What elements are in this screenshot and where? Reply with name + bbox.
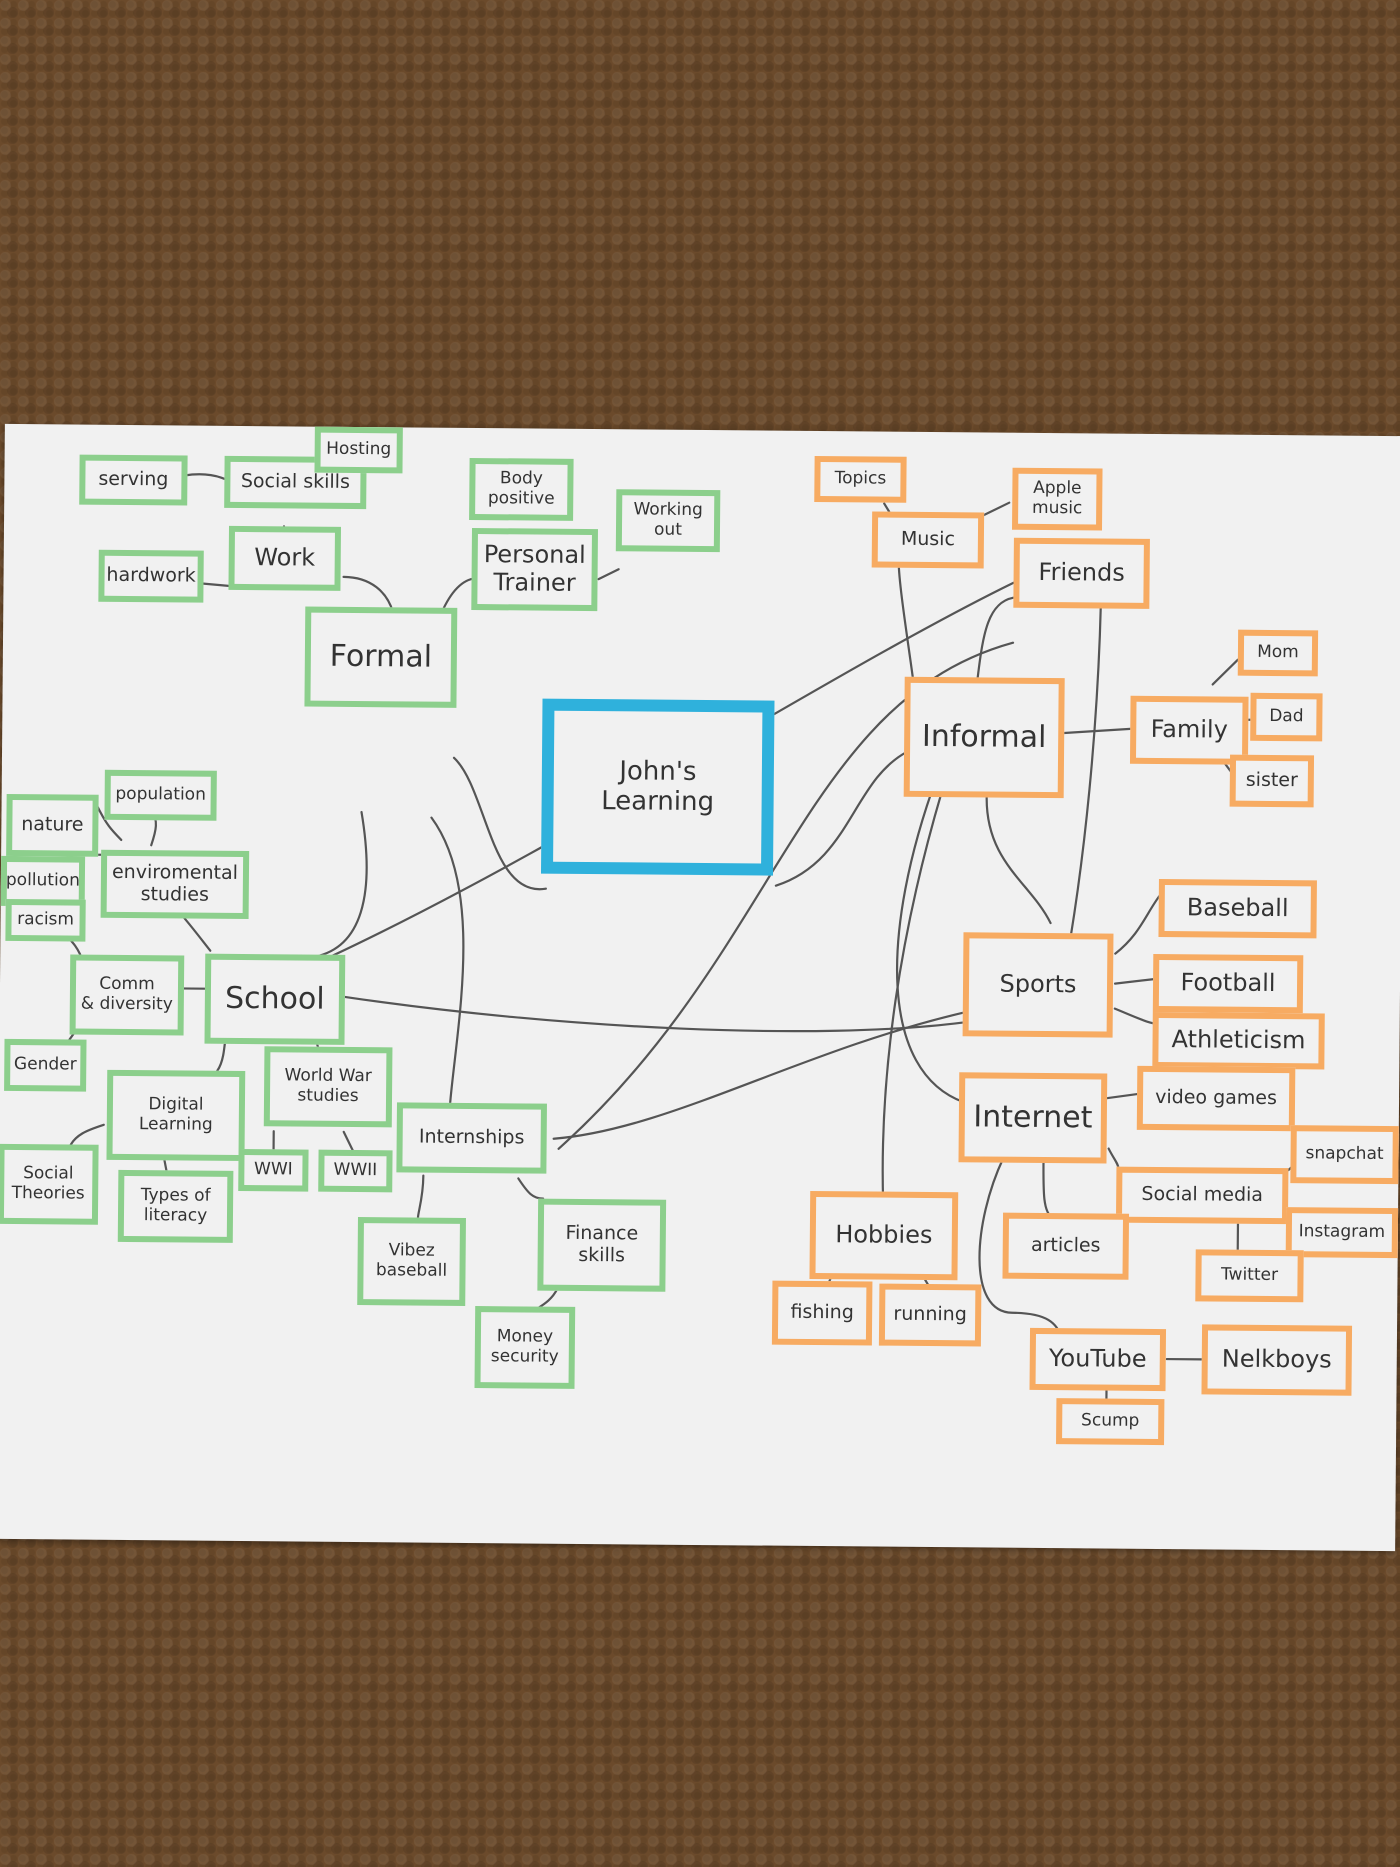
node-hosting: Hosting [314, 426, 403, 474]
link-intern-vibez [416, 1174, 425, 1219]
link-internet-video [1102, 1092, 1141, 1100]
link-internet-social [1107, 1147, 1120, 1170]
node-wwii: WWII [318, 1149, 393, 1193]
node-apple-music: Apple music [1012, 467, 1103, 531]
node-serving: serving [79, 454, 188, 506]
link-internet-youtube [978, 1156, 1064, 1340]
link-formal-internships [430, 816, 465, 1129]
node-population: population [104, 769, 217, 821]
node-finance-skills: Finance skills [537, 1198, 667, 1292]
node-topics: Topics [814, 455, 907, 503]
node-social-media: Social media [1115, 1166, 1289, 1225]
link-formal-school [314, 810, 368, 958]
node-world-war-studies: World War studies [263, 1046, 393, 1128]
node-digital-learning: Digital Learning [106, 1069, 246, 1162]
node-twitter: Twitter [1195, 1249, 1304, 1303]
node-video-games: video games [1136, 1065, 1296, 1132]
node-wwi: WWI [238, 1148, 309, 1192]
link-school-sports [343, 995, 966, 1033]
link-work-hardwork [202, 582, 230, 587]
link-informal-music [897, 560, 914, 678]
node-football: Football [1152, 953, 1304, 1014]
node-social-theories: Social Theories [0, 1143, 99, 1225]
center-node-johns-learning: John's Learning [540, 698, 775, 876]
node-snapchat: snapchat [1290, 1125, 1399, 1185]
node-articles: articles [1002, 1212, 1130, 1280]
node-sports: Sports [962, 932, 1114, 1038]
link-informal-friends [976, 596, 1015, 679]
link-trainer-working-out [597, 568, 620, 581]
node-friends: Friends [1013, 537, 1150, 609]
node-nature: nature [6, 793, 99, 857]
node-school: School [204, 953, 346, 1045]
node-informal: Informal [903, 676, 1065, 799]
link-informal-sports [985, 796, 1052, 925]
node-gender: Gender [4, 1038, 87, 1092]
node-money-security: Money security [474, 1306, 576, 1389]
link-friends-sports [1069, 552, 1103, 940]
node-fishing: fishing [771, 1280, 873, 1346]
node-enviromental-studies: enviromental studies [100, 849, 250, 920]
link-sports-football [1113, 977, 1157, 985]
node-youtube: YouTube [1029, 1327, 1167, 1392]
node-types-of-literacy: Types of literacy [117, 1169, 234, 1243]
node-internet: Internet [958, 1072, 1108, 1164]
node-hardwork: hardwork [98, 549, 204, 603]
link-ww-wwii [342, 1130, 355, 1154]
node-dad: Dad [1250, 692, 1323, 742]
node-baseball: Baseball [1158, 879, 1317, 939]
node-athleticism: Athleticism [1152, 1011, 1325, 1070]
link-sports-internships [552, 1011, 966, 1140]
node-music: Music [871, 511, 985, 569]
link-internet-articles [1042, 1156, 1055, 1220]
node-internships: Internships [396, 1102, 547, 1174]
node-hobbies: Hobbies [809, 1190, 959, 1281]
node-scump: Scump [1056, 1398, 1165, 1446]
link-center-formal [452, 756, 547, 891]
link-env-nature [95, 803, 123, 842]
mind-map-paper: John's Learning Formal Work Social skill… [0, 423, 1400, 1552]
node-body-positive: Body positive [469, 457, 574, 521]
connector-lines [64, 470, 1305, 1405]
link-informal-family [1061, 727, 1134, 735]
link-informal-hobbies [881, 791, 943, 1203]
link-family-mom [1211, 658, 1239, 686]
node-personal-trainer: Personal Trainer [471, 527, 598, 612]
link-music-topics [883, 502, 891, 513]
node-racism: racism [5, 898, 86, 942]
link-intern-finance [517, 1177, 545, 1200]
link-sports-baseball [1114, 892, 1162, 955]
node-working-out: Working out [615, 489, 721, 553]
node-nelkboys: Nelkboys [1201, 1324, 1353, 1396]
node-work: Work [228, 525, 342, 591]
link-center-informal [774, 750, 909, 887]
node-comm-diversity: Comm & diversity [69, 954, 185, 1036]
node-formal: Formal [304, 606, 458, 708]
node-vibez-baseball: Vibez baseball [357, 1217, 466, 1306]
node-mom: Mom [1237, 629, 1319, 677]
node-sister: sister [1229, 754, 1315, 808]
node-running: running [878, 1283, 982, 1347]
